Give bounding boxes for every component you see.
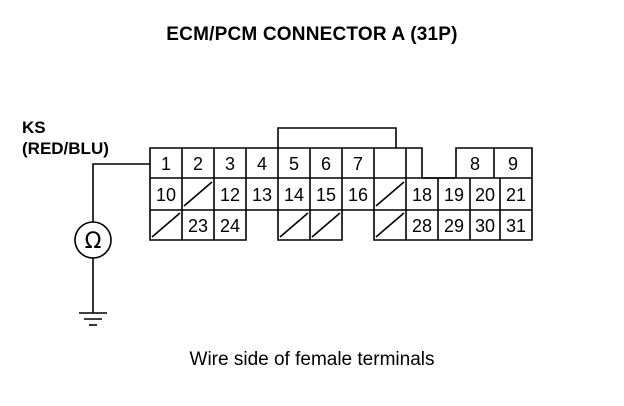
diagram-title: ECM/PCM CONNECTOR A (31P) [166, 24, 458, 45]
pin-label: 14 [284, 185, 304, 205]
pin-label: 9 [508, 154, 518, 174]
pin-label: 12 [220, 185, 240, 205]
unused-cavity-slash [279, 212, 309, 238]
wire-name-label: KS [22, 118, 46, 137]
ohm-icon: Ω [85, 229, 102, 254]
pin-label: 29 [444, 216, 464, 236]
pin-label: 1 [161, 154, 171, 174]
test-wire [92, 163, 150, 222]
pin-label: 6 [321, 154, 331, 174]
pin-label: 31 [506, 216, 526, 236]
pin-label: 7 [353, 154, 363, 174]
pin-label: 28 [412, 216, 432, 236]
pin-label: 3 [225, 154, 235, 174]
pin-label: 18 [412, 185, 432, 205]
unused-cavity-slash [151, 212, 181, 238]
unused-cavity-slash [311, 212, 341, 238]
pin-label: 13 [252, 185, 272, 205]
unused-cavity-slash [183, 181, 213, 207]
pin-label: 24 [220, 216, 240, 236]
pin-label: 8 [470, 154, 480, 174]
pin-label: 15 [316, 185, 336, 205]
wire-color-label: (RED/BLU) [22, 139, 109, 158]
pin-label: 23 [188, 216, 208, 236]
pin-label: 21 [506, 185, 526, 205]
pin-label: 10 [156, 185, 176, 205]
pin-label: 5 [289, 154, 299, 174]
unused-cavity-slash [375, 212, 405, 238]
pin-label: 4 [257, 154, 267, 174]
pin-label: 19 [444, 185, 464, 205]
pin-label: 30 [475, 216, 495, 236]
pin-label: 20 [475, 185, 495, 205]
pin-label: 2 [193, 154, 203, 174]
unused-cavity-slash [375, 181, 405, 207]
connector-key [277, 127, 397, 148]
diagram-caption: Wire side of female terminals [189, 349, 435, 370]
pin-label: 16 [348, 185, 368, 205]
